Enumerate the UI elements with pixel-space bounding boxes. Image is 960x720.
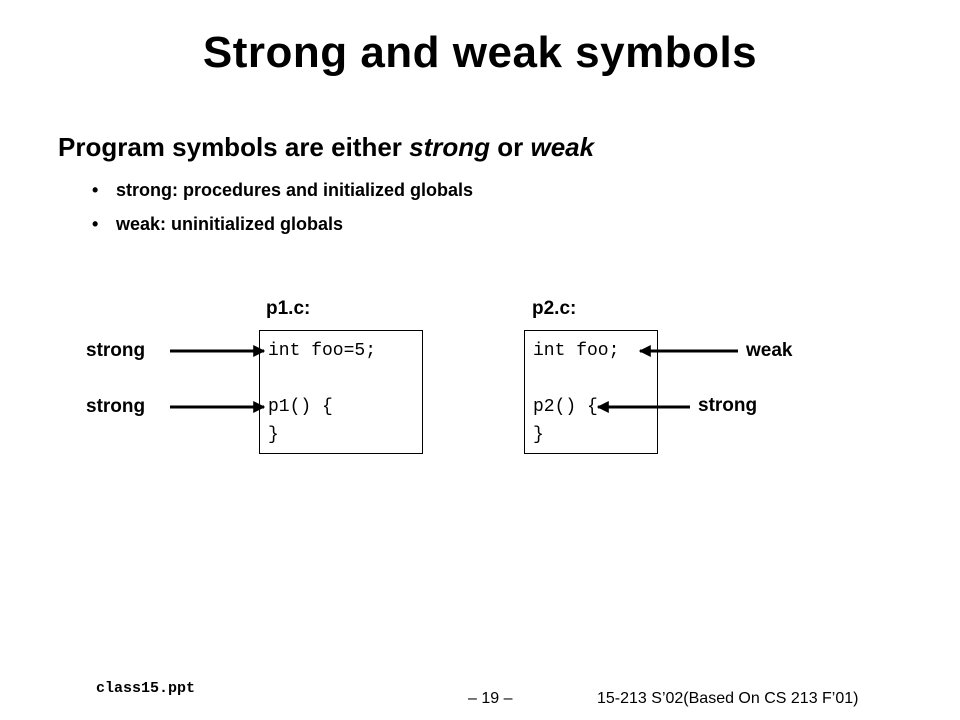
p2-code-line: p2() { [533,397,598,417]
slide-heading: Program symbols are either strong or wea… [58,132,594,163]
heading-middle: or [490,132,531,162]
slide-title: Strong and weak symbols [202,28,758,77]
p1-code-line: p1() { [268,397,333,417]
bullet-text: weak: uninitialized globals [116,214,344,234]
bullet-item: • weak: uninitialized globals [92,214,343,235]
p1-foo-annotation: strong [86,340,146,361]
footer-course: 15-213 S’02(Based On CS 213 F’01) [597,690,859,707]
heading-weak-word: weak [530,132,595,162]
p1-code-line: int foo=5; [268,341,377,361]
p2-code-line: int foo; [533,341,620,361]
p2-foo-annotation: weak [746,340,793,361]
p1-file-label: p1.c: [266,298,311,319]
bullet-glyph: • [92,180,99,200]
bullet-glyph: • [92,214,99,234]
p1-func-annotation: strong [86,396,146,417]
p2-code-box: int foo; p2() { } [524,330,658,454]
heading-strong-word: strong [409,132,491,162]
p2-func-annotation: strong [698,395,758,416]
bullet-item: • strong: procedures and initialized glob… [92,180,473,201]
bullet-text: strong: procedures and initialized globa… [116,180,474,200]
footer-page-number: – 19 – [468,690,513,707]
heading-prefix: Program symbols are either [58,132,410,162]
footer-filename: class15.ppt [96,680,196,697]
p1-code-box: int foo=5; p1() { } [259,330,423,454]
p2-file-label: p2.c: [532,298,577,319]
p1-code-line: } [268,425,279,445]
p2-code-line: } [533,425,544,445]
